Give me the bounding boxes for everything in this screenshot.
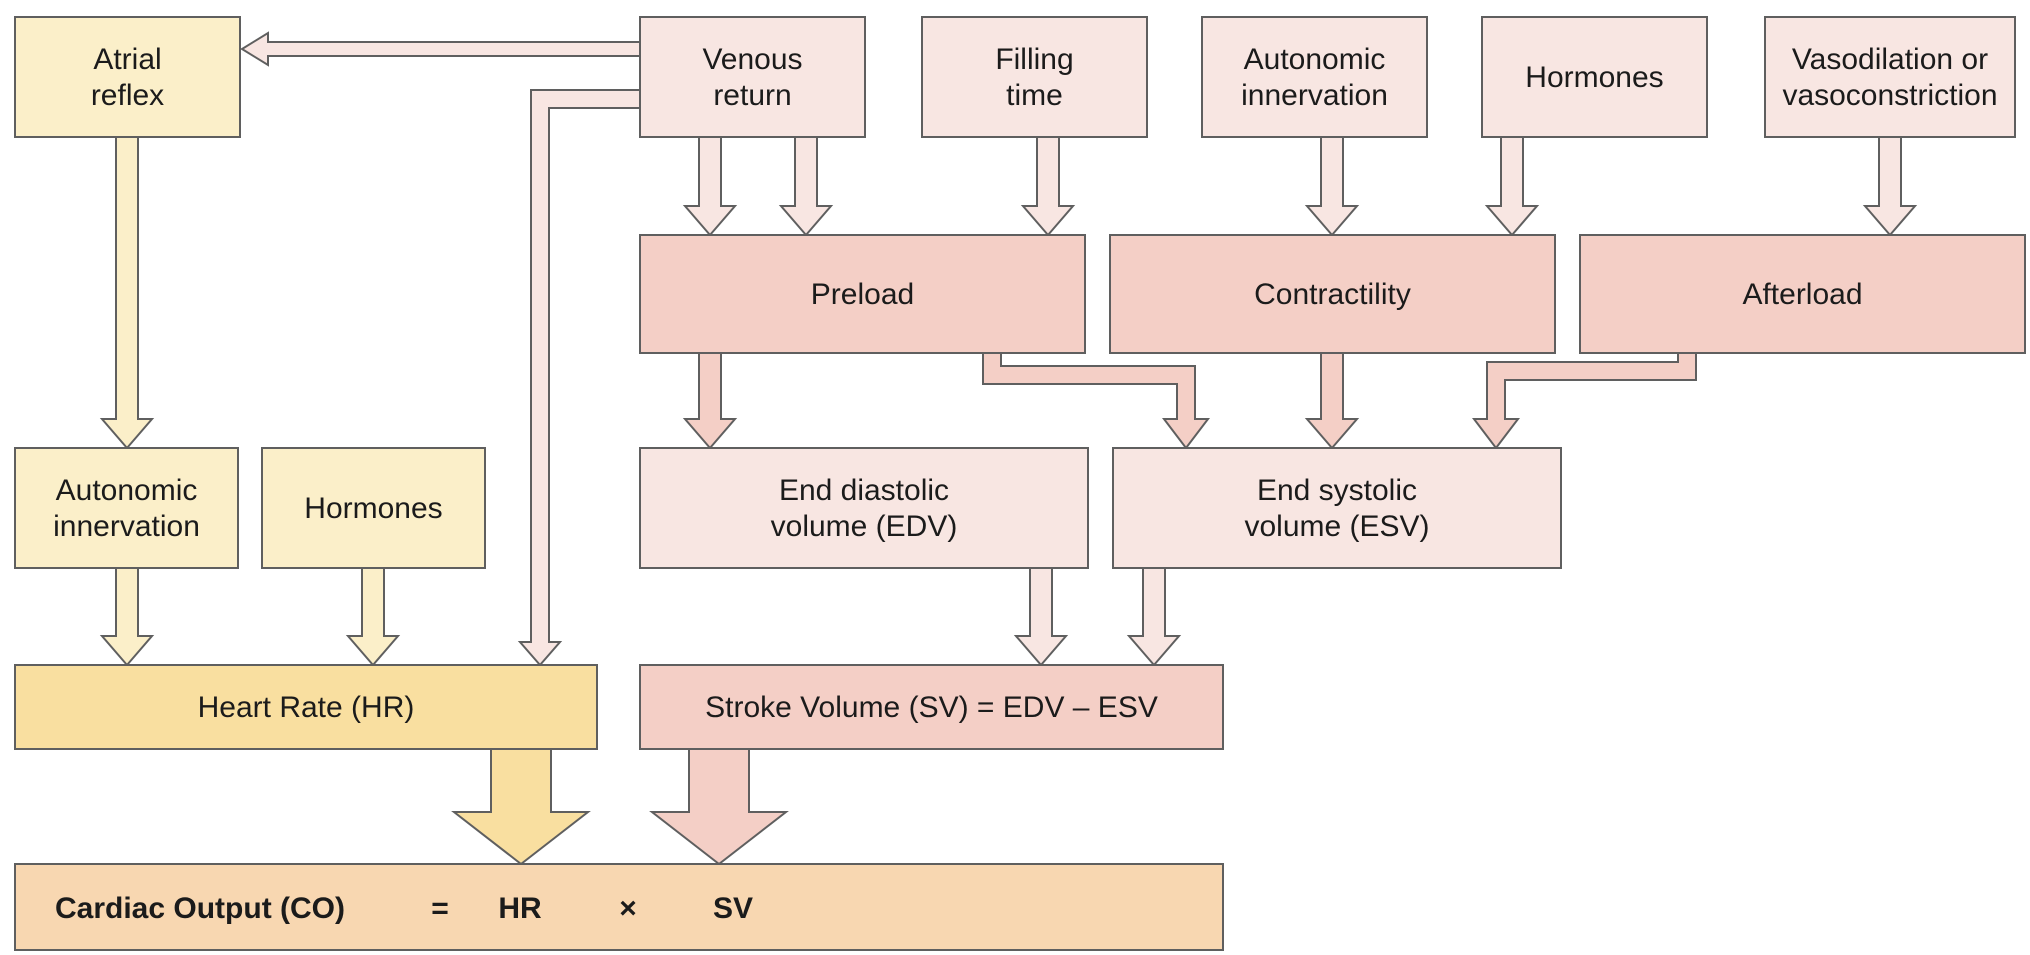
venous-to-hr-arrow [517, 89, 641, 667]
times-sign: × [619, 892, 637, 925]
autonomic-innervation-left-box [14, 447, 239, 569]
cardiac-output-label: Cardiac Output (CO) [55, 892, 345, 925]
autonomic-to-contractility-arrow [1304, 136, 1360, 237]
autonomic-to-hr-arrow [99, 567, 155, 667]
edv-box [639, 447, 1089, 569]
atrial-reflex-box [14, 16, 241, 138]
edv-to-sv-arrow [1013, 567, 1069, 667]
hr-term: HR [498, 892, 542, 925]
hormones-left-label: Hormones [304, 492, 442, 525]
contractility-box [1109, 234, 1556, 354]
filling-time-to-preload-arrow [1020, 136, 1076, 237]
venous-return-box [639, 16, 866, 138]
preload-to-esv-arrow [982, 352, 1211, 450]
venous-to-atrial-arrow [240, 31, 641, 67]
preload-to-edv-arrow [682, 352, 738, 450]
hormones-to-contractility-arrow [1484, 136, 1540, 237]
vasodilation-box [1764, 16, 2016, 138]
heart-rate-label: Heart Rate (HR) [198, 691, 415, 724]
hormones-left-box [261, 447, 486, 569]
preload-label: Preload [811, 278, 914, 311]
afterload-to-esv-arrow [1471, 352, 1697, 450]
stroke-volume-label: Stroke Volume (SV) = EDV – ESV [705, 691, 1158, 724]
hormones-top-box [1481, 16, 1708, 138]
sv-term: SV [713, 892, 753, 925]
venous-to-preload-arrow-2 [778, 136, 834, 237]
afterload-label: Afterload [1742, 278, 1862, 311]
equals-sign: = [431, 892, 449, 925]
sv-to-co-arrow [649, 748, 789, 866]
atrial-to-autonomic-arrow [99, 136, 155, 450]
venous-to-preload-arrow-1 [682, 136, 738, 237]
esv-to-sv-arrow [1126, 567, 1182, 667]
preload-box [639, 234, 1086, 354]
vaso-to-afterload-arrow [1862, 136, 1918, 237]
afterload-box [1579, 234, 2026, 354]
contractility-label: Contractility [1254, 278, 1411, 311]
cardiac-output-box [14, 863, 1224, 951]
autonomic-innervation-top-box [1201, 16, 1428, 138]
esv-box [1112, 447, 1562, 569]
filling-time-box [921, 16, 1148, 138]
stroke-volume-box [639, 664, 1224, 750]
hormones-top-label: Hormones [1525, 61, 1663, 94]
contractility-to-esv-arrow [1304, 352, 1360, 450]
heart-rate-box [14, 664, 598, 750]
hormones-to-hr-arrow [345, 567, 401, 667]
hr-to-co-arrow [451, 748, 591, 866]
